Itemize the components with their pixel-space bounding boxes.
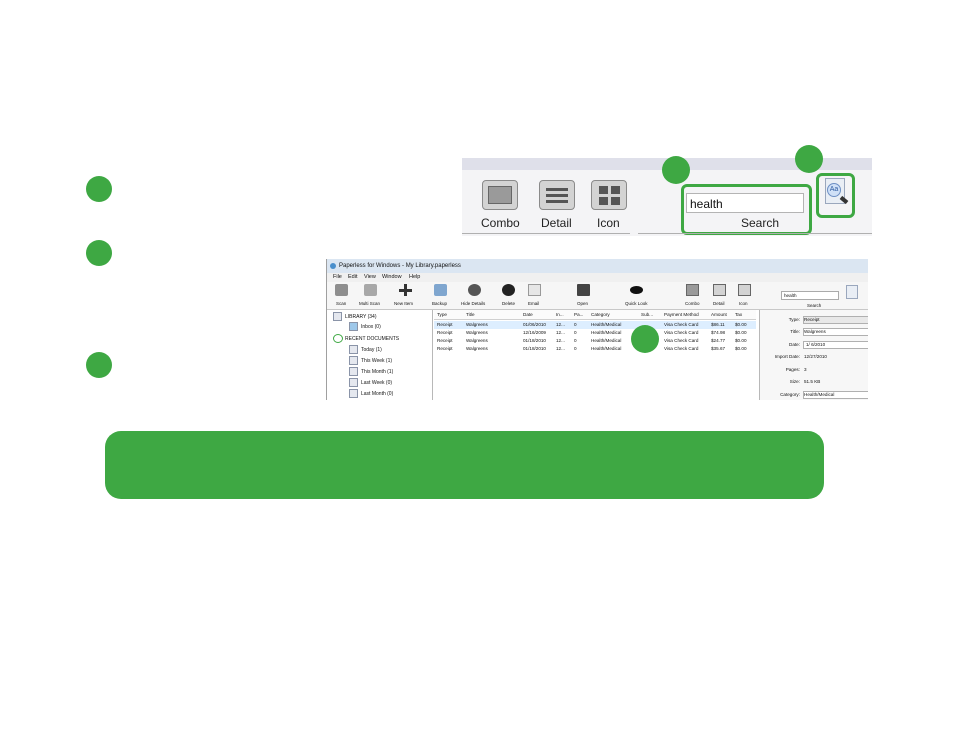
column-payment-method[interactable]: Payment Method (664, 312, 699, 317)
step-bullet-3 (86, 352, 112, 378)
combo-label: Combo (481, 216, 520, 230)
detail-view-button[interactable] (539, 180, 575, 210)
sidebar-item-this-month[interactable]: This Month (1) (361, 369, 394, 375)
grid-icon (738, 284, 751, 296)
icon-view-icon (599, 186, 608, 194)
menu-bar: File Edit View Window Help (327, 273, 868, 282)
combo-icon (686, 284, 699, 296)
detail-icon (713, 284, 726, 296)
sidebar-section-recent: RECENT DOCUMENTS (345, 336, 400, 342)
table-row[interactable]: Receipt Walgreens 01/06/2010 12... 0 Hea… (434, 321, 756, 329)
menu-view[interactable]: View (364, 274, 376, 280)
table-row[interactable]: Receipt Walgreens 01/18/2010 12... 0 Hea… (437, 338, 747, 343)
search-label-small: Search (807, 303, 822, 308)
open-icon (577, 284, 590, 296)
combo-view-icon (488, 186, 512, 204)
title-field[interactable] (803, 328, 868, 336)
details-panel: Type: Receipt Title: Walgreens Date: 1/ … (759, 310, 868, 400)
folder-icon (349, 367, 358, 376)
document-list: Type Title Date In... Pa... Category Sub… (434, 310, 756, 400)
table-row[interactable]: Receipt Walgreens 01/18/2010 12... 0 Hea… (437, 346, 747, 351)
app-icon (330, 263, 336, 269)
folder-icon (349, 356, 358, 365)
search-highlight (681, 184, 812, 235)
tab-divider-line (462, 233, 630, 234)
app-window: Paperless for Windows - My Library.paper… (326, 259, 868, 400)
scanner-icon (335, 284, 348, 296)
icon-label: Icon (597, 216, 620, 230)
library-icon (333, 312, 342, 321)
info-icon (468, 284, 481, 296)
advanced-search-icon[interactable] (846, 285, 858, 299)
step-bullet-2 (86, 240, 112, 266)
combo-view-button[interactable] (482, 180, 518, 210)
menu-edit[interactable]: Edit (348, 274, 358, 280)
table-row[interactable]: Receipt Walgreens 12/16/2009 12... 0 Hea… (437, 330, 747, 335)
icon-view-button[interactable] (591, 180, 627, 210)
folder-icon (349, 389, 358, 398)
sidebar-item-last-week[interactable]: Last Week (0) (361, 380, 393, 386)
menu-file[interactable]: File (333, 274, 342, 280)
menu-window[interactable]: Window (382, 274, 402, 280)
advanced-search-button[interactable]: Aa (822, 177, 850, 207)
sidebar-item-library[interactable]: LIBRARY (34) (345, 314, 377, 320)
search-label: Search (741, 216, 780, 230)
eye-icon (630, 286, 643, 294)
magnifier-icon: Aa (827, 183, 841, 197)
caption-banner (105, 431, 824, 499)
callout-circle-search (662, 156, 690, 184)
plus-icon (399, 284, 412, 296)
column-title[interactable]: Title (466, 312, 475, 317)
sidebar-item-this-week[interactable]: This Week (1) (361, 358, 393, 364)
type-select[interactable] (803, 316, 868, 324)
title-bar: Paperless for Windows - My Library.paper… (327, 259, 868, 273)
column-sub[interactable]: Sub... (641, 312, 654, 317)
advanced-search-highlight (816, 173, 855, 218)
sidebar-item-inbox[interactable]: Inbox (0) (361, 324, 381, 330)
sidebar: LIBRARY (34) Inbox (0) RECENT DOCUMENTS … (327, 310, 433, 400)
inbox-icon (349, 322, 358, 331)
column-header-row: Type Title Date In... Pa... Category Sub… (434, 310, 756, 320)
delete-icon (502, 284, 515, 296)
search-input-small[interactable]: health (781, 291, 839, 300)
menu-help[interactable]: Help (409, 274, 421, 280)
column-tax[interactable]: Tax (735, 312, 743, 317)
column-date[interactable]: Date (523, 312, 533, 317)
email-icon (528, 284, 541, 296)
folder-icon (349, 345, 358, 354)
main-toolbar: Scan Multi Scan New Item Backup Hide Det… (327, 282, 868, 310)
backup-icon (434, 284, 447, 296)
column-in[interactable]: In... (556, 312, 564, 317)
sidebar-item-today[interactable]: Today (1) (361, 347, 382, 353)
recent-documents-icon (333, 334, 343, 343)
date-field[interactable] (803, 341, 868, 349)
category-field[interactable] (803, 391, 868, 399)
step-bullet-1 (86, 176, 112, 202)
callout-circle-results (631, 325, 659, 353)
folder-icon (349, 378, 358, 387)
column-pa[interactable]: Pa... (574, 312, 584, 317)
multi-scanner-icon (364, 284, 377, 296)
sidebar-item-last-month[interactable]: Last Month (0) (361, 391, 394, 397)
callout-circle-advanced (795, 145, 823, 173)
detail-view-icon (546, 188, 568, 191)
detail-label: Detail (541, 216, 572, 230)
column-amount[interactable]: Amount (711, 312, 727, 317)
search-input[interactable]: health (686, 193, 804, 213)
window-title: Paperless for Windows - My Library.paper… (339, 263, 461, 269)
column-category[interactable]: Category (591, 312, 610, 317)
column-type[interactable]: Type (437, 312, 447, 317)
